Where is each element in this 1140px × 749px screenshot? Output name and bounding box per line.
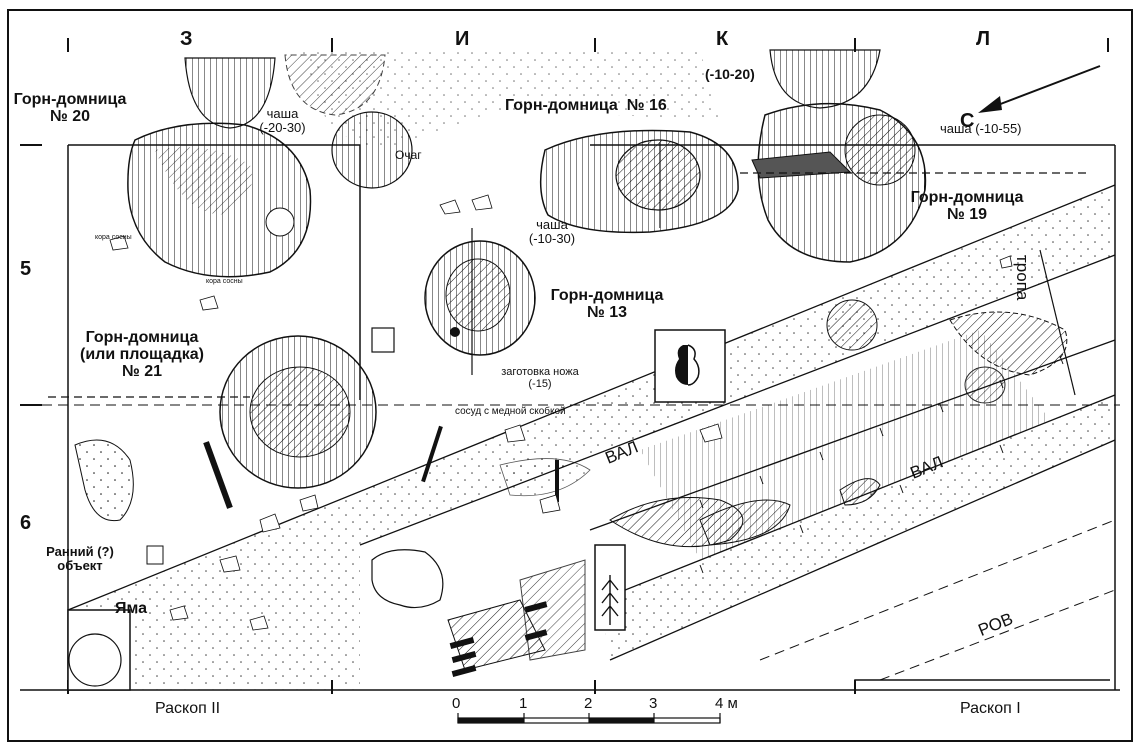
grid-column-l: Л xyxy=(976,28,991,50)
excavation-2-label: Раскоп II xyxy=(155,700,221,717)
grid-column-k: К xyxy=(716,28,729,50)
furnace-21-label: Горн-домница (или площадка) № 21 xyxy=(80,329,204,380)
vessel-bracket-note: сосуд с медной скобкой xyxy=(455,406,566,417)
knife-blank-note: заготовка ножа (-15) xyxy=(501,366,579,390)
scale-tick-1: 1 xyxy=(519,695,528,712)
furnace-20-label: Горн-домница № 20 xyxy=(13,91,127,125)
bowl-top-note: чаша (-20-30) xyxy=(259,106,306,135)
bowl-13-note: чаша (-10-30) xyxy=(528,217,576,246)
scale-tick-2: 2 xyxy=(584,695,593,712)
map-frame xyxy=(7,9,1133,742)
grid-column-i: И xyxy=(455,28,470,50)
grid-column-z: З xyxy=(180,28,193,50)
grid-row-6: 6 xyxy=(20,512,32,534)
north-arrow xyxy=(989,65,1101,109)
scale-tick-4: 4 м xyxy=(715,695,738,712)
pine-bark-note-1: кора сосны xyxy=(95,234,132,241)
bowl-16-note: чаша (-10-55) xyxy=(940,121,1022,136)
scale-bar xyxy=(457,713,721,724)
path-label: тропа xyxy=(1013,255,1032,301)
pit-label: Яма xyxy=(115,600,148,617)
hearth-label: Очаг xyxy=(395,148,422,162)
furnace-19-label: Горн-домница № 19 xyxy=(910,189,1024,223)
grid-row-5: 5 xyxy=(20,258,32,280)
furnace-13-label: Горн-домница № 13 xyxy=(550,287,664,321)
scale-tick-0: 0 xyxy=(452,695,461,712)
hearth-outline xyxy=(331,111,413,189)
pine-stump xyxy=(371,549,444,609)
scale-tick-3: 3 xyxy=(649,695,658,712)
excavation-1-label: Раскоп I xyxy=(960,700,1021,717)
vessel-legend-box xyxy=(654,329,726,403)
pine-stump-2 xyxy=(68,633,122,687)
pine-bark-note-2: кора сосны xyxy=(206,278,243,285)
early-object-label: Ранний (?) объект xyxy=(46,544,114,573)
depth-k-note: (-10-20) xyxy=(705,66,755,82)
north-label: С xyxy=(960,110,975,132)
furnace-16-label: Горн-домница № 16 xyxy=(505,97,667,114)
